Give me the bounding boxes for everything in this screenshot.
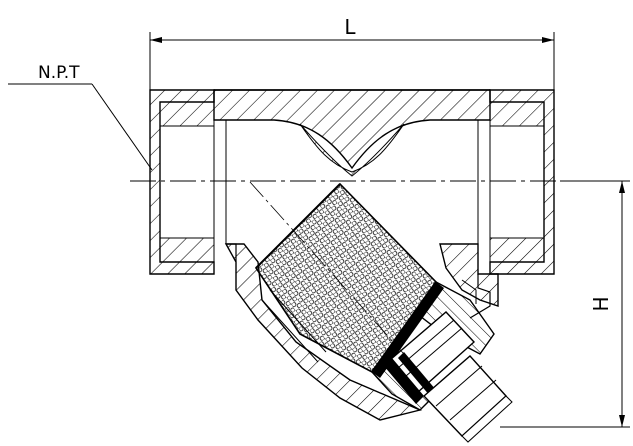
dimension-length: L	[149, 15, 555, 90]
screen-axis-line	[249, 181, 421, 373]
body-top-wall	[213, 89, 491, 177]
thread-label: N.P.T	[38, 63, 80, 83]
dimension-height: H	[500, 180, 630, 428]
body-left-end	[149, 89, 227, 275]
length-label: L	[344, 15, 356, 39]
housing-boss-right	[461, 274, 491, 319]
cap-assembly	[370, 281, 513, 443]
height-label: H	[589, 296, 613, 311]
thread-callout: N.P.T	[8, 63, 153, 171]
